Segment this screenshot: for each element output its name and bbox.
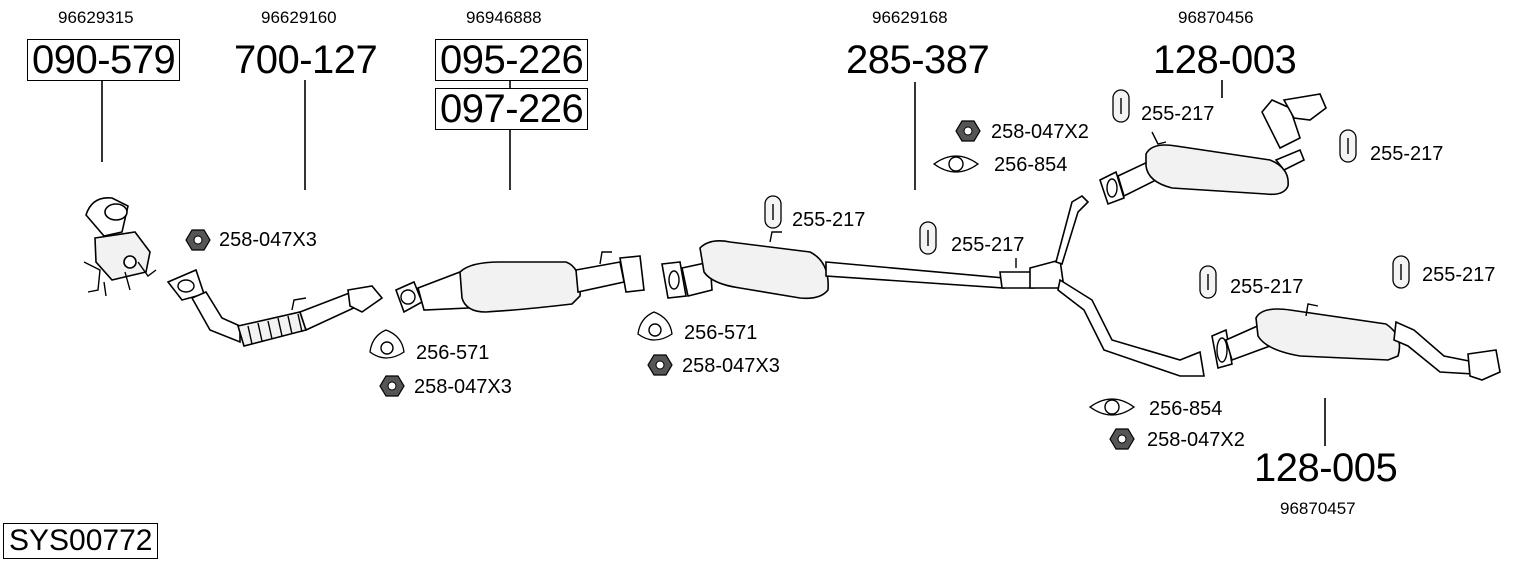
accessory-label[interactable]: 255-217 [1422, 264, 1496, 286]
rear-silencer-lower-part [1211, 303, 1501, 381]
nut-icon-5 [1109, 428, 1135, 450]
accessory-label[interactable]: 258-047X2 [1147, 429, 1245, 451]
nut-icon-2 [379, 375, 405, 397]
accessory-label[interactable]: 255-217 [1230, 276, 1304, 298]
accessory-label[interactable]: 258-047X3 [219, 229, 317, 251]
gasket-icon-1 [369, 329, 405, 359]
accessory-label[interactable]: 258-047X2 [991, 121, 1089, 143]
part-number-128-005[interactable]: 128-005 [1254, 446, 1398, 490]
part-number-700-127[interactable]: 700-127 [234, 38, 378, 82]
oem-number: 96946888 [466, 8, 542, 27]
accessory-label[interactable]: 255-217 [1141, 103, 1215, 125]
oem-number: 96870457 [1280, 499, 1356, 518]
oem-number: 96629160 [261, 8, 337, 27]
gasket-icon-4 [1088, 398, 1136, 416]
manifold-catalyst-part [83, 197, 157, 297]
part-number-097-226[interactable]: 097-226 [435, 88, 589, 130]
hanger-icon-6 [1392, 255, 1410, 289]
front-pipe-part [166, 268, 384, 347]
part-number-128-003[interactable]: 128-003 [1153, 38, 1297, 82]
accessory-label[interactable]: 256-854 [1149, 398, 1223, 420]
hanger-icon-2 [919, 221, 937, 255]
part-number-095-226[interactable]: 095-226 [435, 39, 589, 81]
accessory-label[interactable]: 255-217 [951, 234, 1025, 256]
hanger-icon-5 [1199, 265, 1217, 299]
gasket-icon-2 [637, 311, 673, 341]
oem-number: 96629315 [58, 8, 134, 27]
accessory-label[interactable]: 256-571 [684, 322, 758, 344]
center-silencer-part [661, 194, 1205, 377]
part-number-285-387[interactable]: 285-387 [846, 38, 990, 82]
hanger-icon-4 [1339, 129, 1357, 163]
accessory-label[interactable]: 255-217 [792, 209, 866, 231]
accessory-label[interactable]: 256-854 [994, 154, 1068, 176]
system-code: SYS00772 [3, 523, 159, 559]
catalyst-part [394, 251, 645, 314]
accessory-label[interactable]: 258-047X3 [682, 355, 780, 377]
accessory-label[interactable]: 256-571 [416, 342, 490, 364]
accessory-label[interactable]: 255-217 [1370, 143, 1444, 165]
rear-silencer-upper-part [1099, 93, 1327, 206]
hanger-icon-1 [764, 195, 782, 229]
hanger-icon-3 [1112, 89, 1130, 123]
nut-icon-3 [647, 354, 673, 376]
part-number-090-579[interactable]: 090-579 [27, 39, 181, 81]
oem-number: 96870456 [1178, 8, 1254, 27]
nut-icon-1 [185, 229, 211, 251]
nut-icon-4 [955, 120, 981, 142]
gasket-icon-3 [932, 155, 980, 173]
oem-number: 96629168 [872, 8, 948, 27]
accessory-label[interactable]: 258-047X3 [414, 376, 512, 398]
